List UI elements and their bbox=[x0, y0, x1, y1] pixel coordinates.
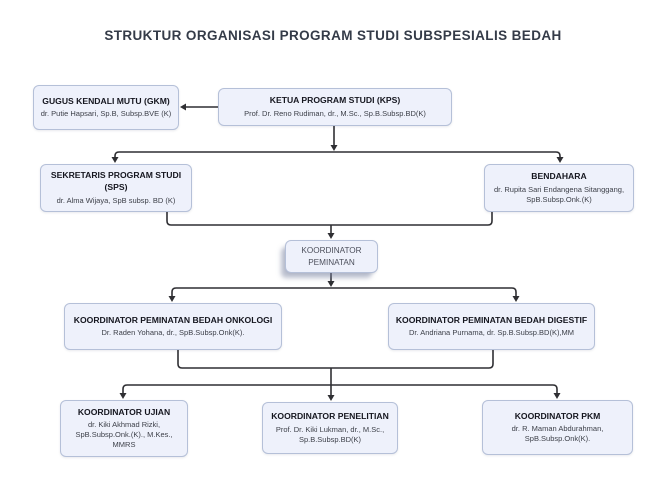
node-koordinator-pkm: KOORDINATOR PKM dr. R. Maman Abdurahman,… bbox=[482, 400, 633, 455]
node-title: KOORDINATOR PKM bbox=[514, 410, 601, 421]
arrowhead-down-bus2 bbox=[330, 145, 338, 151]
connector-join-row3 bbox=[177, 350, 494, 369]
node-title: KOORDINATOR PEMINATAN bbox=[301, 246, 362, 267]
arrowhead-down-onkologi bbox=[168, 296, 176, 302]
arrowhead-down-digestif bbox=[512, 296, 520, 302]
connector-join-row2 bbox=[166, 212, 493, 226]
node-ketua-program-studi: KETUA PROGRAM STUDI (KPS) Prof. Dr. Reno… bbox=[218, 88, 452, 126]
node-title: KOORDINATOR PEMINATAN BEDAH ONKOLOGI bbox=[73, 314, 273, 325]
node-bendahara: BENDAHARA dr. Rupita Sari Endangena Sita… bbox=[484, 164, 634, 212]
node-person: Dr. Raden Yohana, dr., SpB.Subsp.Onk(K). bbox=[101, 328, 245, 338]
node-title: BENDAHARA bbox=[531, 171, 587, 182]
node-title: SEKRETARIS PROGRAM STUDI (SPS) bbox=[50, 170, 182, 192]
connector-bus-row3 bbox=[171, 287, 517, 296]
node-person: dr. Alma Wijaya, SpB subsp. BD (K) bbox=[56, 195, 176, 205]
node-person: Dr. Andriana Purnama, dr. Sp.B.Subsp.BD(… bbox=[408, 328, 575, 338]
node-koordinator-penelitian: KOORDINATOR PENELITIAN Prof. Dr. Kiki Lu… bbox=[262, 402, 398, 454]
node-person: dr. Putie Hapsari, Sp.B, Subsp.BVE (K) bbox=[40, 109, 172, 119]
node-title: KOORDINATOR PENELITIAN bbox=[271, 411, 389, 422]
connector-bus-row2 bbox=[114, 151, 561, 158]
arrowhead-down-ujian bbox=[119, 393, 127, 399]
node-sekretaris-program-studi: SEKRETARIS PROGRAM STUDI (SPS) dr. Alma … bbox=[40, 164, 192, 212]
node-person: dr. Rupita Sari Endangena Sitanggang, Sp… bbox=[493, 184, 625, 204]
node-koordinator-peminatan: KOORDINATOR PEMINATAN bbox=[285, 240, 378, 273]
arrowhead-down-penelitian bbox=[327, 395, 335, 401]
arrowhead-left-gkm bbox=[180, 103, 186, 111]
arrowhead-down-peminatan bbox=[327, 233, 335, 239]
node-gugus-kendali-mutu: GUGUS KENDALI MUTU (GKM) dr. Putie Hapsa… bbox=[33, 85, 179, 130]
node-person: dr. R. Maman Abdurahman, SpB.Subsp.Onk(K… bbox=[511, 424, 604, 444]
arrowhead-down-bendahara bbox=[556, 157, 564, 163]
node-koordinator-ujian: KOORDINATOR UJIAN dr. Kiki Akhmad Rizki,… bbox=[60, 400, 188, 457]
node-title: KETUA PROGRAM STUDI (KPS) bbox=[269, 95, 401, 106]
node-koordinator-peminatan-bedah-digestif: KOORDINATOR PEMINATAN BEDAH DIGESTIF Dr.… bbox=[388, 303, 595, 350]
node-koordinator-peminatan-bedah-onkologi: KOORDINATOR PEMINATAN BEDAH ONKOLOGI Dr.… bbox=[64, 303, 282, 350]
node-title: KOORDINATOR UJIAN bbox=[77, 406, 171, 417]
arrowhead-down-bus3 bbox=[327, 281, 335, 287]
node-title: GUGUS KENDALI MUTU (GKM) bbox=[42, 95, 170, 106]
connector-bus-row4 bbox=[122, 384, 558, 393]
node-person: dr. Kiki Akhmad Rizki, SpB.Subsp.Onk.(K)… bbox=[75, 420, 173, 450]
node-person: Prof. Dr. Kiki Lukman, dr., M.Sc., Sp.B.… bbox=[275, 424, 385, 444]
node-title: KOORDINATOR PEMINATAN BEDAH DIGESTIF bbox=[395, 314, 588, 325]
arrowhead-down-pkm bbox=[553, 393, 561, 399]
arrowhead-down-sps bbox=[111, 157, 119, 163]
page-title: STRUKTUR ORGANISASI PROGRAM STUDI SUBSPE… bbox=[104, 28, 562, 43]
node-person: Prof. Dr. Reno Rudiman, dr., M.Sc., Sp.B… bbox=[244, 108, 426, 118]
